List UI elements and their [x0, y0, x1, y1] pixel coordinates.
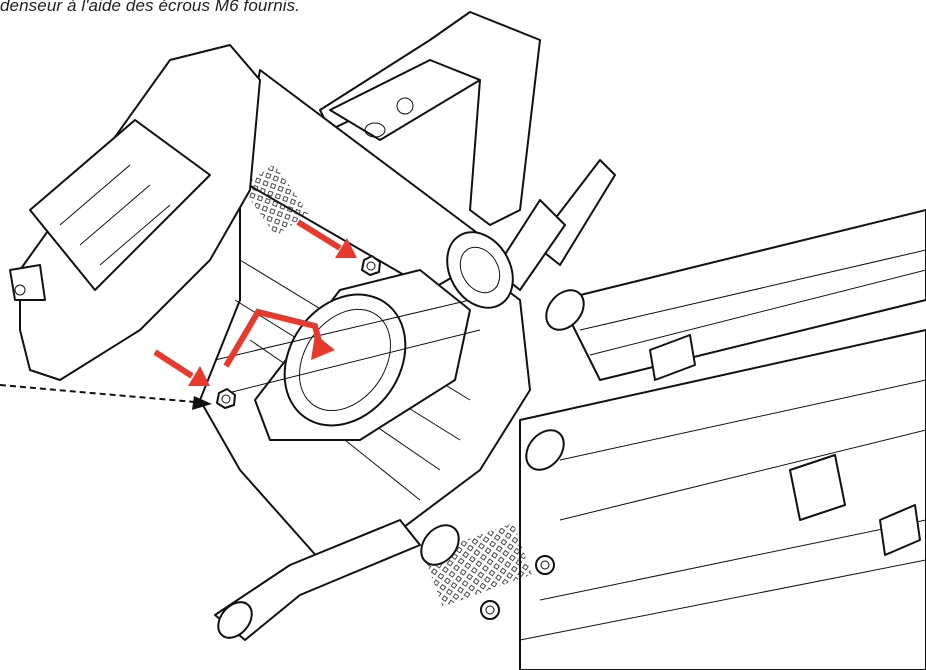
bottom-handle [214, 519, 421, 641]
red-arrow-icon [153, 219, 357, 386]
m6-nut-icon [216, 255, 381, 409]
cable-connector [446, 159, 616, 309]
lock-knobs [420, 289, 585, 566]
dashed-leader-arrow-icon [0, 384, 212, 410]
instruction-caption: denseur à l'aide des écrous M6 fournis. [0, 0, 301, 15]
lens-barrel [423, 209, 926, 670]
rear-cap [9, 44, 261, 381]
